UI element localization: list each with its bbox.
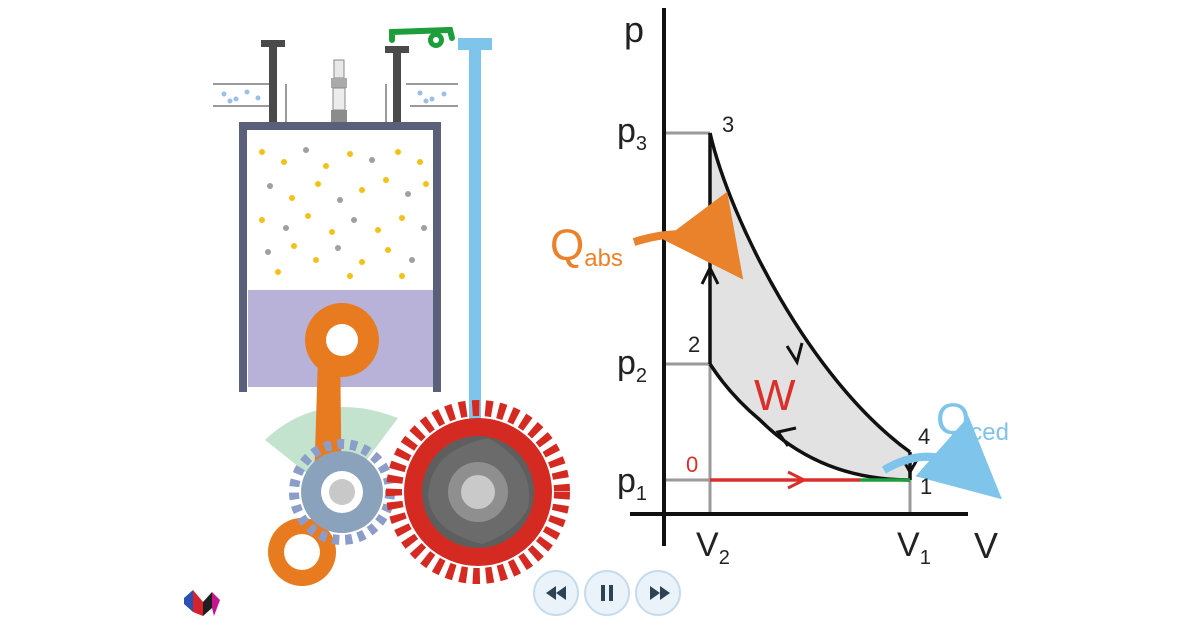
point-2-label: 2	[688, 332, 700, 357]
point-3-label: 3	[722, 112, 734, 137]
gas-particles	[259, 147, 429, 279]
guide-lines	[664, 131, 912, 514]
fast-forward-icon	[650, 586, 670, 600]
pause-icon	[601, 585, 613, 601]
v1-label: V1	[897, 526, 931, 569]
work-area	[710, 133, 910, 480]
pv-diagram: p V p3 p2 p1 V2 V1 0 1 2 3 4 W Qabs Qced	[550, 8, 1009, 569]
p2-label: p2	[617, 344, 647, 387]
point-4-label: 4	[918, 424, 930, 449]
rocker-arm	[389, 26, 455, 48]
spark-plug	[331, 59, 347, 130]
work-label: W	[754, 371, 796, 420]
intake-arrow	[787, 470, 808, 490]
heat-out-label: Qced	[936, 395, 1009, 446]
push-rod	[458, 38, 492, 444]
cam-gear	[386, 400, 570, 584]
fast-forward-button[interactable]	[635, 570, 681, 616]
rewind-icon	[546, 586, 566, 600]
intake-port	[213, 83, 287, 124]
compression-curve	[708, 363, 911, 482]
point-0-label: 0	[686, 452, 698, 477]
expansion-curve	[708, 132, 912, 454]
cylinder	[239, 122, 441, 392]
p-axis-label: p	[624, 9, 644, 50]
v-axis-label: V	[974, 525, 998, 566]
playback-controls	[533, 570, 681, 616]
p1-label: p1	[617, 462, 647, 505]
v2-label: V2	[696, 526, 730, 569]
p3-label: p3	[617, 112, 647, 155]
exhaust-port	[385, 83, 458, 124]
pause-button[interactable]	[584, 570, 630, 616]
heat-in-arrow	[632, 191, 744, 280]
heat-in-label: Qabs	[550, 221, 623, 272]
expansion-arrow	[785, 342, 804, 366]
compression-arrow	[775, 426, 797, 447]
point-1-label: 1	[920, 474, 932, 499]
brand-logo	[184, 590, 220, 616]
heat-out-arrow	[881, 416, 1002, 500]
rewind-button[interactable]	[533, 570, 579, 616]
engine-illustration	[213, 26, 570, 586]
